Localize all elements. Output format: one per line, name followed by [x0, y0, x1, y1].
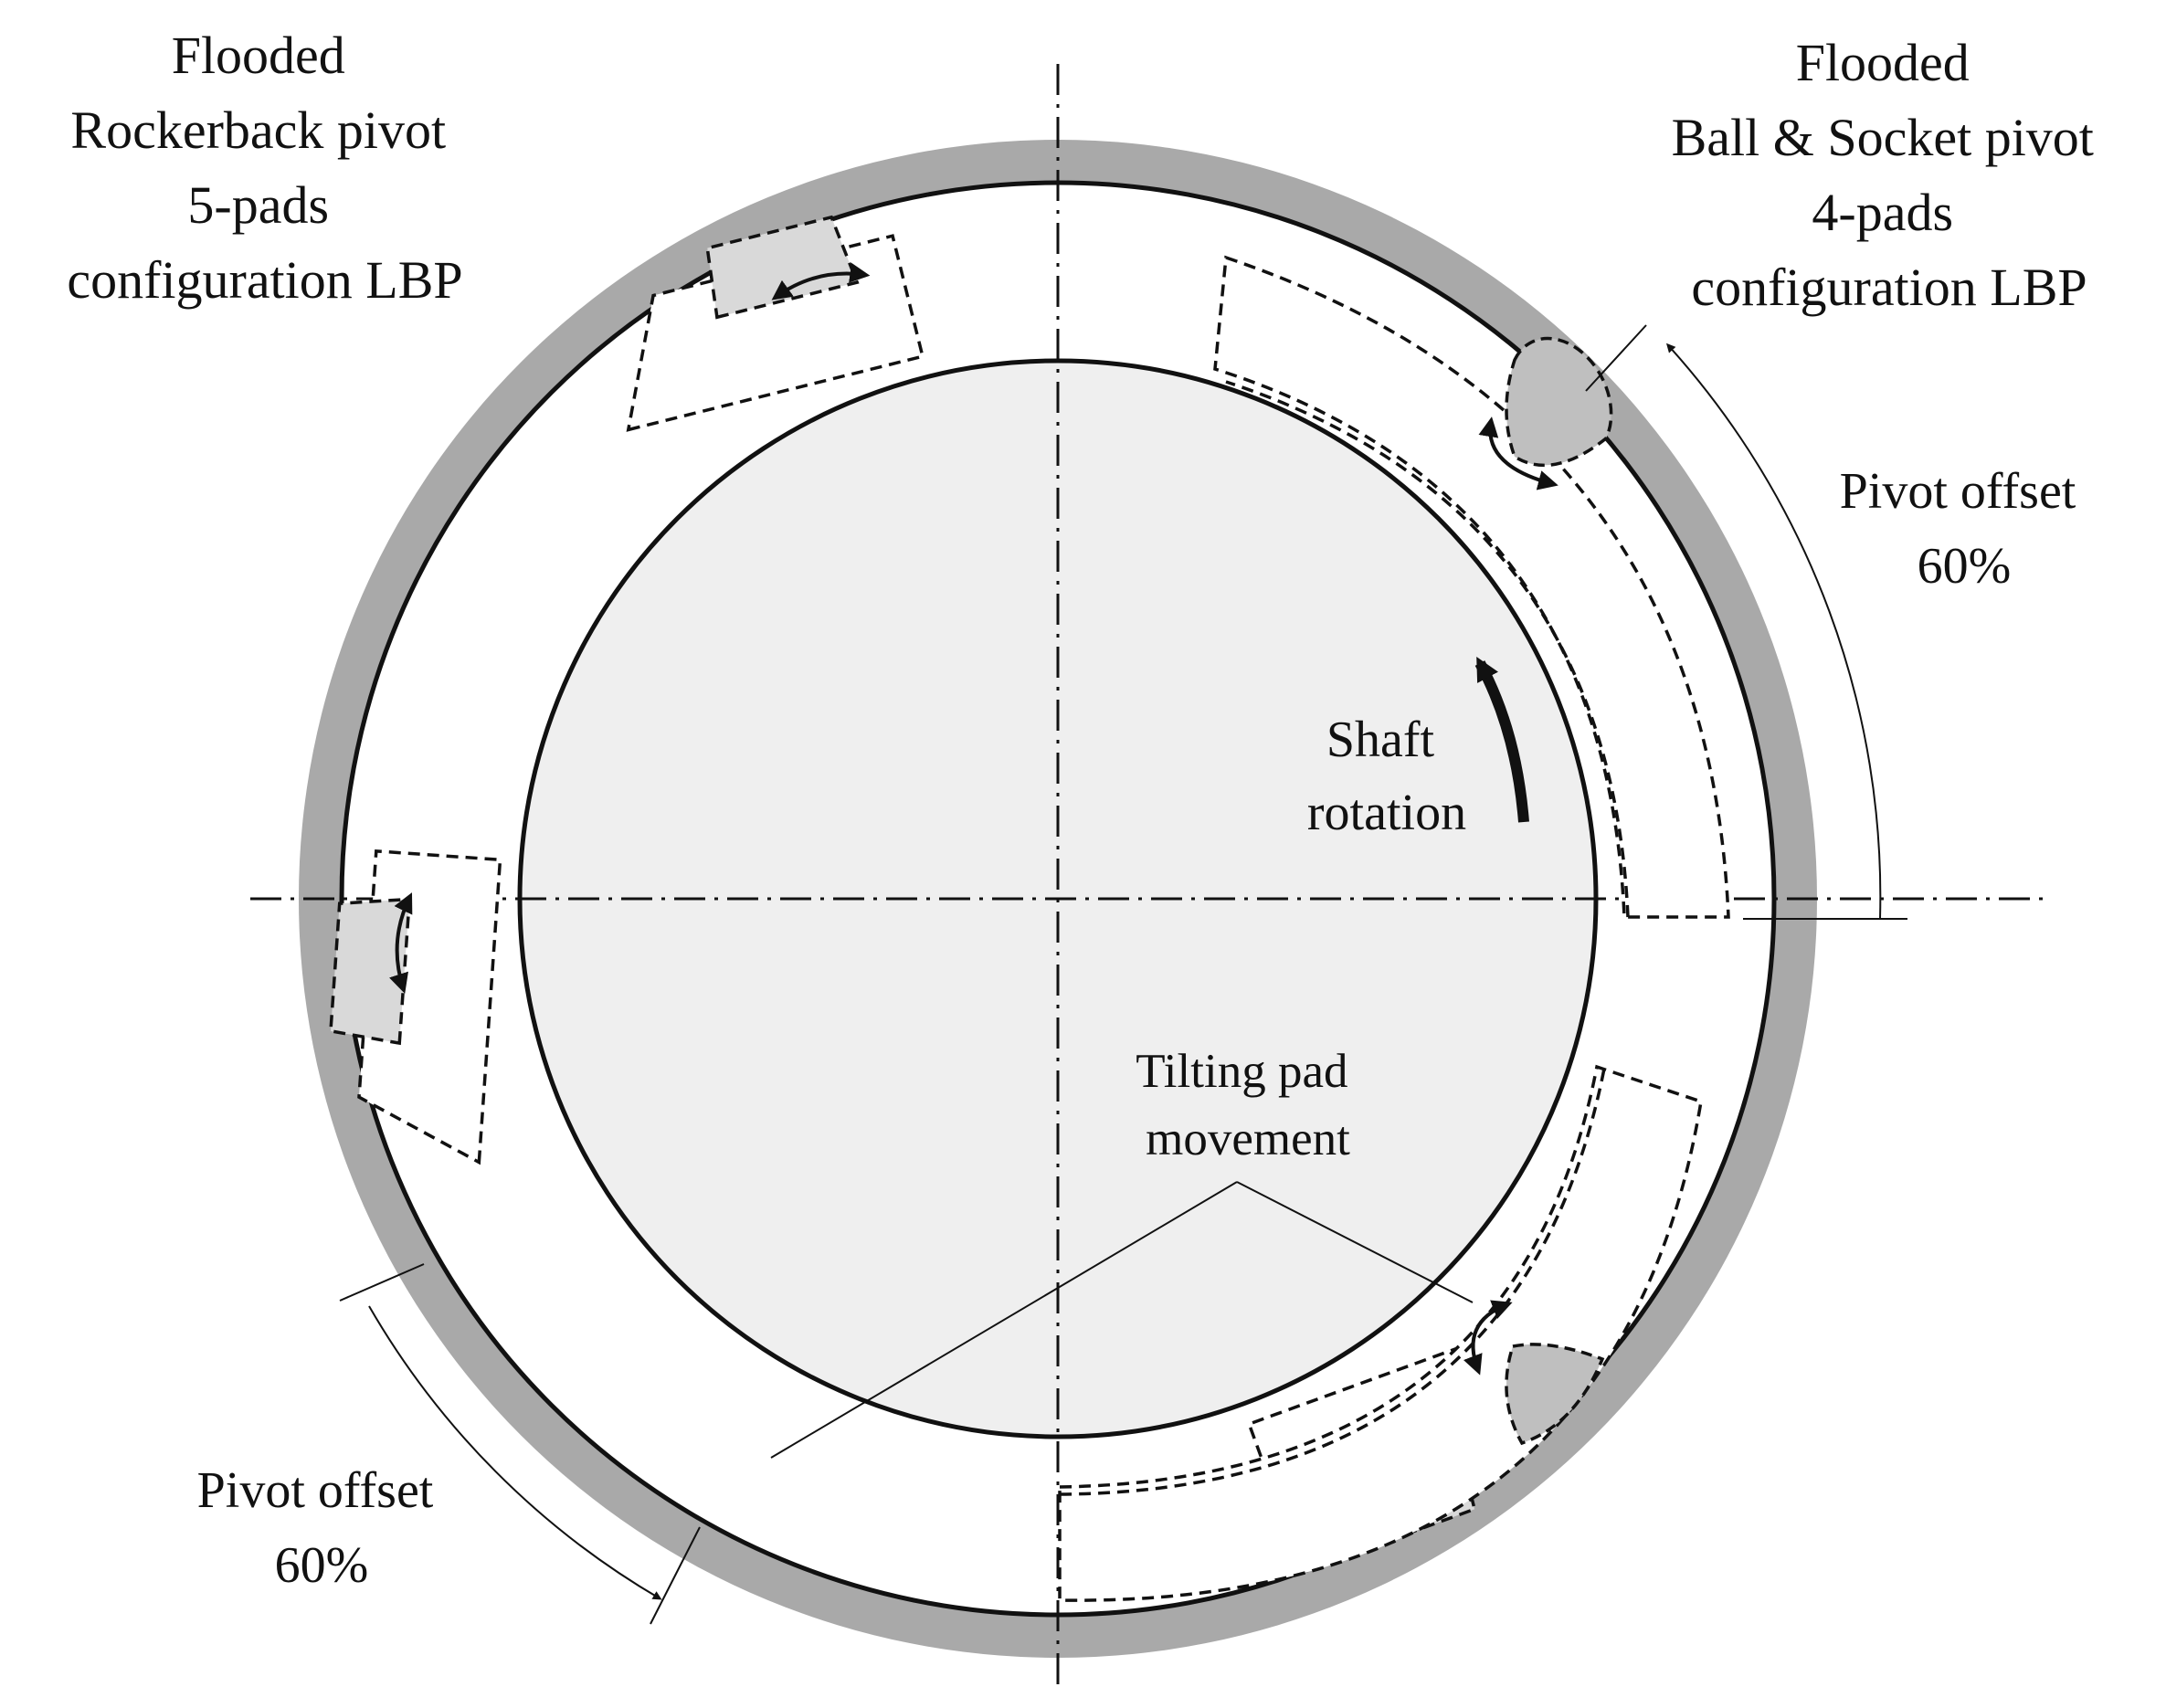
- ball-socket-pad-upper: [1213, 255, 1730, 919]
- tilting-pad-movement-label: Tilting pad movement: [1136, 1045, 1359, 1165]
- tilting-pad-movement-leaders: [770, 1181, 1474, 1459]
- pivot-offset-dimension-right: [1585, 324, 1907, 920]
- rockerback-pad-2: [329, 849, 502, 1165]
- ball-socket-pad-lower: [1058, 1064, 1703, 1602]
- left-config-title: Flooded Rockerback pivot 5-pads configur…: [67, 26, 462, 310]
- pivot-offset-label-right: Pivot offset 60%: [1840, 463, 2089, 595]
- rockerback-pad-1: [626, 215, 925, 432]
- shaft-rotation-arrow-icon: [1474, 656, 1529, 823]
- pivot-offset-dimension-left: [339, 1263, 701, 1625]
- shaft-rotation-label: Shaft rotation: [1307, 712, 1466, 841]
- right-config-title: Flooded Ball & Socket pivot 4-pads confi…: [1672, 33, 2108, 317]
- pivot-offset-label-left: Pivot offset 60%: [197, 1462, 447, 1594]
